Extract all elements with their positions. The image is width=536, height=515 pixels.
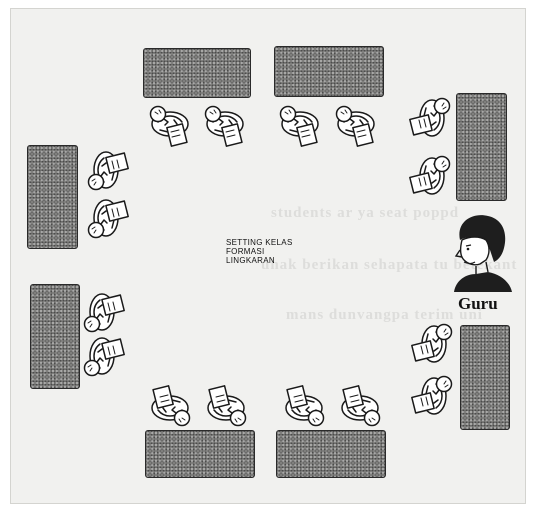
student-top-2 — [206, 107, 244, 147]
student-left-1 — [89, 152, 129, 190]
student-left-2 — [89, 200, 129, 238]
student-left-4 — [85, 338, 125, 376]
center-label-line-1: SETTING KELAS — [226, 238, 293, 247]
student-right-4 — [412, 377, 452, 415]
student-right-2 — [410, 157, 450, 195]
student-top-1 — [151, 107, 189, 147]
student-left-3 — [85, 294, 125, 332]
student-right-1 — [410, 99, 450, 137]
student-bottom-3 — [286, 386, 324, 426]
teacher-illustration — [446, 210, 516, 292]
center-label-line-3: LINGKARAN — [226, 256, 293, 265]
teacher-label: Guru — [458, 294, 498, 314]
student-bottom-1 — [152, 386, 190, 426]
student-right-3 — [412, 325, 452, 363]
student-bottom-2 — [208, 386, 246, 426]
student-top-4 — [337, 107, 375, 147]
student-top-3 — [281, 107, 319, 147]
center-label-line-2: FORMASI — [226, 247, 293, 256]
student-bottom-4 — [342, 386, 380, 426]
center-label: SETTING KELAS FORMASI LINGKARAN — [226, 238, 293, 265]
